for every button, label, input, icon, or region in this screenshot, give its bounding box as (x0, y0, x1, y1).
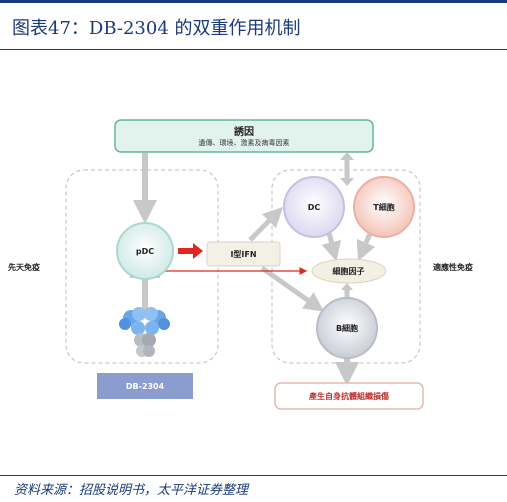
autoantibody-box (274, 382, 424, 410)
b-cell (316, 297, 378, 359)
inducer-factors: 遺傳、環境、激素及病毒因素 (198, 139, 290, 147)
cytokines-label: 細胞因子 (332, 266, 365, 276)
ifn-box (206, 241, 281, 267)
bcell-label: B細胞 (335, 323, 359, 333)
arrow-ifn-to-bcell (260, 265, 325, 312)
arrow-down-head (340, 178, 354, 186)
red-arrow-pdc-to-ifn (178, 243, 203, 259)
dc-node: DC (284, 177, 344, 237)
ifn-label: I型IFN (230, 249, 257, 259)
drug-label: DB-2304 (125, 381, 165, 391)
dc-label: DC (307, 202, 321, 212)
antibody-molecule-icon (119, 307, 170, 357)
inducer-box (114, 119, 374, 153)
tcell-label: T細胞 (373, 202, 395, 212)
arrow-ifn-to-dc (248, 206, 284, 242)
tcell-node: T細胞 (354, 177, 414, 237)
arrow-cyt-up-head (341, 283, 353, 290)
pdc-cell (116, 222, 174, 280)
t-cell (353, 176, 415, 238)
autoantibody-label: 產生自身抗體組織損傷 (309, 391, 389, 401)
drug-box (97, 373, 193, 399)
dc-cell (283, 176, 345, 238)
innate-immunity-label: 先天免疫 (8, 263, 40, 272)
top-accent-bar (0, 0, 507, 3)
inducer-title: 誘因 (234, 127, 254, 138)
footer-divider (0, 475, 507, 476)
adaptive-immunity-label: 適應性免疫 (433, 263, 473, 272)
pdc-label: pDC (135, 246, 155, 256)
source-note: 资料来源：招股说明书，太平洋证券整理 (14, 483, 249, 498)
arrow-up-head (340, 152, 354, 160)
title-divider (0, 49, 507, 50)
cytokines-bubble (311, 258, 387, 284)
pdc-node: pDC (117, 223, 173, 279)
figure-title: 图表47：DB-2304 的双重作用机制 (12, 18, 301, 39)
bcell-node: B細胞 (317, 298, 377, 358)
